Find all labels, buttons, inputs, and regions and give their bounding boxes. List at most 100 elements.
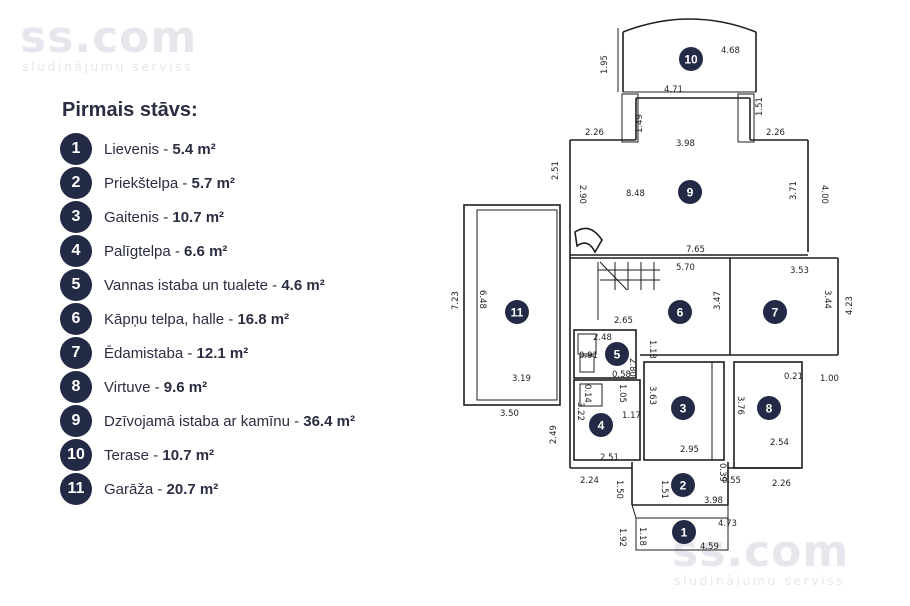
watermark-brand: ss.com [672, 526, 850, 577]
legend-text: Dzīvojamā istaba ar kamīnu - 36.4 m² [104, 413, 355, 430]
room-name: Terase - [104, 446, 163, 464]
room-marker-number: 11 [511, 306, 524, 320]
room-area: 5.7 m² [191, 174, 235, 192]
dimension-label: 0.21 [784, 372, 803, 382]
dimension-label: 3.63 [647, 386, 657, 405]
dimension-label: 1.50 [614, 480, 624, 499]
room-marker-number: 7 [772, 306, 779, 320]
room-marker: 10 [679, 47, 703, 71]
room-marker-circle [671, 473, 695, 497]
dimension-label: 2.51 [551, 161, 561, 180]
dimension-label: 2.24 [580, 476, 599, 486]
room-area: 20.7 m² [166, 480, 219, 498]
room-marker-number: 5 [614, 348, 621, 362]
dimension-label: 2.26 [772, 479, 791, 489]
legend-badge: 2 [60, 167, 92, 199]
legend-badge: 10 [60, 439, 92, 471]
legend-text: Vannas istaba un tualete - 4.6 m² [104, 277, 325, 294]
dimension-label: 7.65 [686, 245, 705, 255]
room-marker-number: 2 [680, 479, 687, 493]
legend-text: Palīgtelpa - 6.6 m² [104, 243, 227, 260]
dimension-label: 3.98 [676, 139, 695, 149]
window [621, 93, 639, 143]
room-area: 36.4 m² [303, 412, 355, 430]
room-marker-circle [678, 180, 702, 204]
dimension-label: 2.26 [585, 128, 604, 138]
dimension-label: 2.51 [600, 453, 619, 463]
dimension-label: 2.95 [680, 445, 699, 455]
room-area: 16.8 m² [237, 310, 290, 328]
wall [463, 204, 561, 406]
legend-badge: 9 [60, 405, 92, 437]
dimension-label: 4.00 [819, 185, 829, 204]
room-marker-circle [671, 396, 695, 420]
legend-text: Virtuve - 9.6 m² [104, 379, 207, 396]
dimension-label: 2.54 [770, 438, 789, 448]
legend-item: 10 Terase - 10.7 m² [60, 439, 420, 471]
room-marker: 9 [678, 180, 702, 204]
room-name: Dzīvojamā istaba ar kamīnu - [104, 412, 304, 430]
legend-item: 4 Palīgtelpa - 6.6 m² [60, 235, 420, 267]
dimension-label: 3.76 [735, 396, 745, 415]
room-marker-number: 10 [684, 53, 698, 67]
dimension-label: 1.13 [647, 340, 657, 359]
wall [631, 504, 637, 519]
room-marker: 5 [605, 342, 629, 366]
room-name: Lievenis - [104, 140, 173, 158]
dimension-label: 1.95 [600, 55, 610, 74]
room-marker-number: 8 [766, 402, 773, 416]
room-marker-circle [505, 300, 529, 324]
room-area: 6.6 m² [184, 242, 228, 260]
dimension-label: 1.92 [617, 528, 627, 547]
room-area: 10.7 m² [172, 208, 225, 226]
stairs [599, 261, 628, 291]
dimension-label: 4.59 [700, 542, 719, 552]
room-name: Ēdamistaba - [104, 344, 197, 362]
dimension-label: 1.51 [755, 97, 765, 116]
room-area: 10.7 m² [162, 446, 215, 464]
legend-text: Kāpņu telpa, halle - 16.8 m² [104, 311, 289, 328]
dimension-label: 0.14 [582, 384, 592, 403]
legend-item: 7 Ēdamistaba - 12.1 m² [60, 337, 420, 369]
dimension-label: 2.48 [593, 333, 612, 343]
dimension-label: 3.19 [512, 374, 531, 384]
legend-item: 11 Garāža - 20.7 m² [60, 473, 420, 505]
dimension-label: 1.17 [622, 411, 641, 421]
room-name: Kāpņu telpa, halle - [104, 310, 238, 328]
room-marker: 8 [757, 396, 781, 420]
legend-text: Lievenis - 5.4 m² [104, 141, 216, 158]
room-marker: 11 [505, 300, 529, 324]
dimension-label: 1.05 [617, 384, 627, 403]
room-name: Virtuve - [104, 378, 164, 396]
room-marker: 2 [671, 473, 695, 497]
plan-walls [463, 18, 839, 551]
room-marker-circle [668, 300, 692, 324]
wall [622, 18, 757, 33]
legend-item: 2 Priekštelpa - 5.7 m² [60, 167, 420, 199]
room-name: Palīgtelpa - [104, 242, 185, 260]
dimension-label: 0.91 [579, 351, 598, 361]
dimension-label: 4.73 [718, 519, 737, 529]
room-area: 4.6 m² [281, 276, 325, 294]
dimension-label: 4.23 [845, 296, 855, 315]
wall [573, 379, 641, 461]
wall [643, 361, 725, 461]
dimension-label: 8.48 [626, 189, 645, 199]
fixture [579, 355, 595, 373]
window [737, 93, 755, 143]
fixture [577, 333, 597, 355]
room-marker: 4 [589, 413, 613, 437]
dimension-label: 3.50 [500, 409, 519, 419]
room-marker-circle [605, 342, 629, 366]
room-marker-number: 3 [680, 402, 687, 416]
watermark-tagline: sludinājumu serviss [22, 59, 194, 74]
dimension-label: 6.48 [477, 290, 487, 309]
legend-item: 9 Dzīvojamā istaba ar kamīnu - 36.4 m² [60, 405, 420, 437]
legend-item: 8 Virtuve - 9.6 m² [60, 371, 420, 403]
wall [573, 329, 637, 379]
plan-dimensions: 4.68 1.95 4.71 1.51 1.49 2.26 3.98 2.26 … [451, 46, 855, 552]
legend-item: 5 Vannas istaba un tualete - 4.6 m² [60, 269, 420, 301]
room-marker-circle [672, 520, 696, 544]
room-marker-circle [589, 413, 613, 437]
legend-badge: 1 [60, 133, 92, 165]
